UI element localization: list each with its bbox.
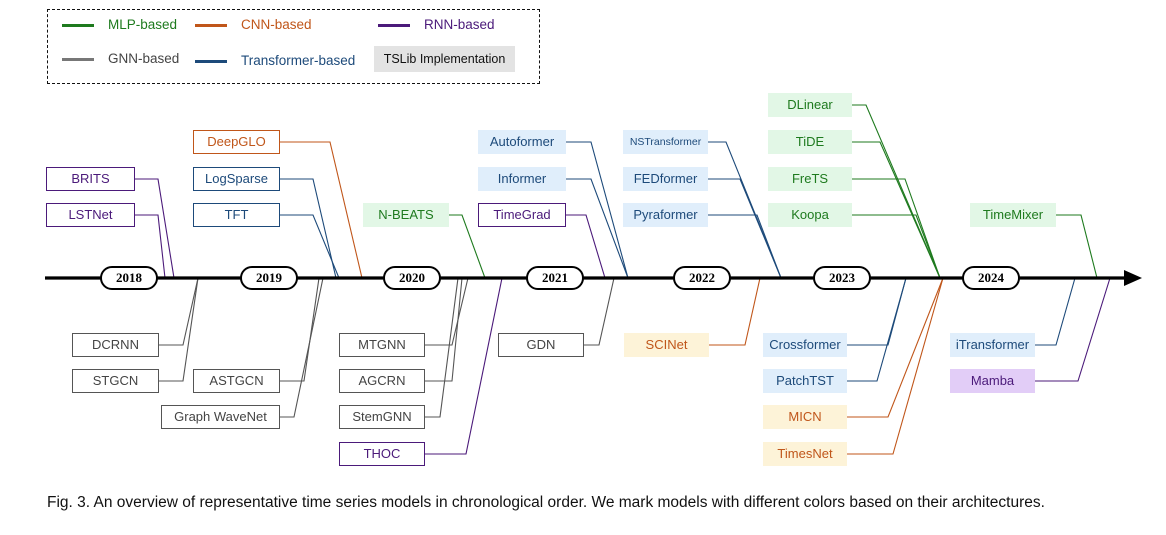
model-timegrad: TimeGrad	[478, 203, 566, 227]
figure-caption: Fig. 3. An overview of representative ti…	[47, 494, 1045, 511]
year-marker-2018: 2018	[100, 266, 158, 290]
year-marker-2024: 2024	[962, 266, 1020, 290]
connector-frets	[852, 178, 941, 279]
connector-gdn	[584, 277, 615, 346]
legend-label-cnn: CNN-based	[241, 17, 312, 32]
model-astgcn: ASTGCN	[193, 369, 280, 393]
connector-tft	[280, 214, 340, 279]
model-dcrnn: DCRNN	[72, 333, 159, 357]
model-timemixer: TimeMixer	[970, 203, 1056, 227]
model-pyraformer: Pyraformer	[623, 203, 708, 227]
legend-label-rnn: RNN-based	[424, 17, 495, 32]
legend-swatch-rnn	[378, 24, 410, 27]
model-deepglo: DeepGLO	[193, 130, 280, 154]
connector-tide	[852, 141, 941, 279]
timeline-arrowhead	[1124, 270, 1142, 286]
connector-lines	[135, 104, 1111, 455]
connector-pyraformer	[708, 214, 782, 279]
legend-label-transformer: Transformer-based	[241, 53, 356, 68]
model-koopa: Koopa	[768, 203, 852, 227]
connector-stemgnn	[425, 277, 459, 418]
connector-thoc	[425, 277, 503, 455]
legend-swatch-cnn	[195, 24, 227, 27]
model-nstransformer: NSTransformer	[623, 130, 708, 154]
connector-astgcn	[280, 277, 320, 382]
model-stemgnn: StemGNN	[339, 405, 425, 429]
model-autoformer: Autoformer	[478, 130, 566, 154]
connector-koopa	[852, 214, 941, 279]
model-lstnet: LSTNet	[46, 203, 135, 227]
connector-graph-wavenet	[280, 277, 324, 418]
connector-stgcn	[159, 277, 199, 382]
connector-autoformer	[566, 141, 629, 279]
connector-scinet	[709, 277, 761, 346]
connector-fedformer	[708, 178, 782, 279]
model-agcrn: AGCRN	[339, 369, 425, 393]
model-mamba: Mamba	[950, 369, 1035, 393]
model-itransformer: iTransformer	[950, 333, 1035, 357]
model-scinet: SCINet	[624, 333, 709, 357]
model-stgcn: STGCN	[72, 369, 159, 393]
legend-swatch-gnn	[62, 58, 94, 61]
connector-deepglo	[280, 141, 363, 279]
connector-timemixer	[1056, 214, 1098, 279]
year-marker-2021: 2021	[526, 266, 584, 290]
model-thoc: THOC	[339, 442, 425, 466]
model-informer: Informer	[478, 167, 566, 191]
connector-timegrad	[566, 214, 606, 279]
year-marker-2022: 2022	[673, 266, 731, 290]
connector-dcrnn	[159, 277, 199, 346]
model-tide: TiDE	[768, 130, 852, 154]
connector-patchtst	[847, 277, 907, 382]
connector-agcrn	[425, 277, 463, 382]
model-crossformer: Crossformer	[763, 333, 847, 357]
model-n-beats: N-BEATS	[363, 203, 449, 227]
connector-dlinear	[852, 104, 941, 279]
model-fedformer: FEDformer	[623, 167, 708, 191]
model-frets: FreTS	[768, 167, 852, 191]
connector-logsparse	[280, 178, 337, 279]
connector-brits	[135, 178, 175, 279]
model-tft: TFT	[193, 203, 280, 227]
model-micn: MICN	[763, 405, 847, 429]
connector-mamba	[1035, 277, 1111, 382]
connector-n-beats	[449, 214, 486, 279]
model-dlinear: DLinear	[768, 93, 852, 117]
legend-label-gnn: GNN-based	[108, 51, 180, 66]
connector-mtgnn	[425, 277, 469, 346]
legend-swatch-transformer	[195, 60, 227, 63]
model-timesnet: TimesNet	[763, 442, 847, 466]
model-brits: BRITS	[46, 167, 135, 191]
year-marker-2020: 2020	[383, 266, 441, 290]
connector-lstnet	[135, 214, 166, 279]
year-marker-2023: 2023	[813, 266, 871, 290]
legend-label-mlp: MLP-based	[108, 17, 178, 32]
connector-timesnet	[847, 277, 944, 455]
model-logsparse: LogSparse	[193, 167, 280, 191]
connector-itransformer	[1035, 277, 1076, 346]
model-gdn: GDN	[498, 333, 584, 357]
year-marker-2019: 2019	[240, 266, 298, 290]
model-mtgnn: MTGNN	[339, 333, 425, 357]
legend: MLP-based CNN-based RNN-based GNN-based …	[47, 9, 540, 84]
connector-micn	[847, 277, 944, 418]
model-patchtst: PatchTST	[763, 369, 847, 393]
legend-swatch-mlp	[62, 24, 94, 27]
legend-tslib-box: TSLib Implementation	[374, 46, 515, 72]
connector-informer	[566, 178, 629, 279]
model-graph-wavenet: Graph WaveNet	[161, 405, 280, 429]
